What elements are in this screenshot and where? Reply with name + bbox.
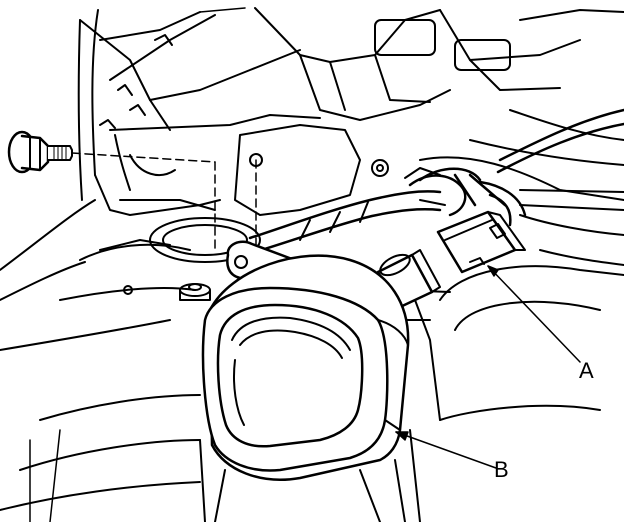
body-panel-background [0,7,624,523]
wire-harness [248,108,624,254]
callout-leaders [395,265,581,469]
callout-label-b: B [494,457,509,482]
leader-a-line [487,265,581,363]
leader-b-line [395,431,497,469]
leader-a-arrowhead [487,265,499,277]
harness-connector [436,210,526,274]
leader-b-arrowhead [395,431,409,441]
horn [201,254,410,481]
assembly-dashed-lines [71,152,257,249]
callout-label-a: A [579,358,594,383]
mounting-bolt [7,130,73,174]
